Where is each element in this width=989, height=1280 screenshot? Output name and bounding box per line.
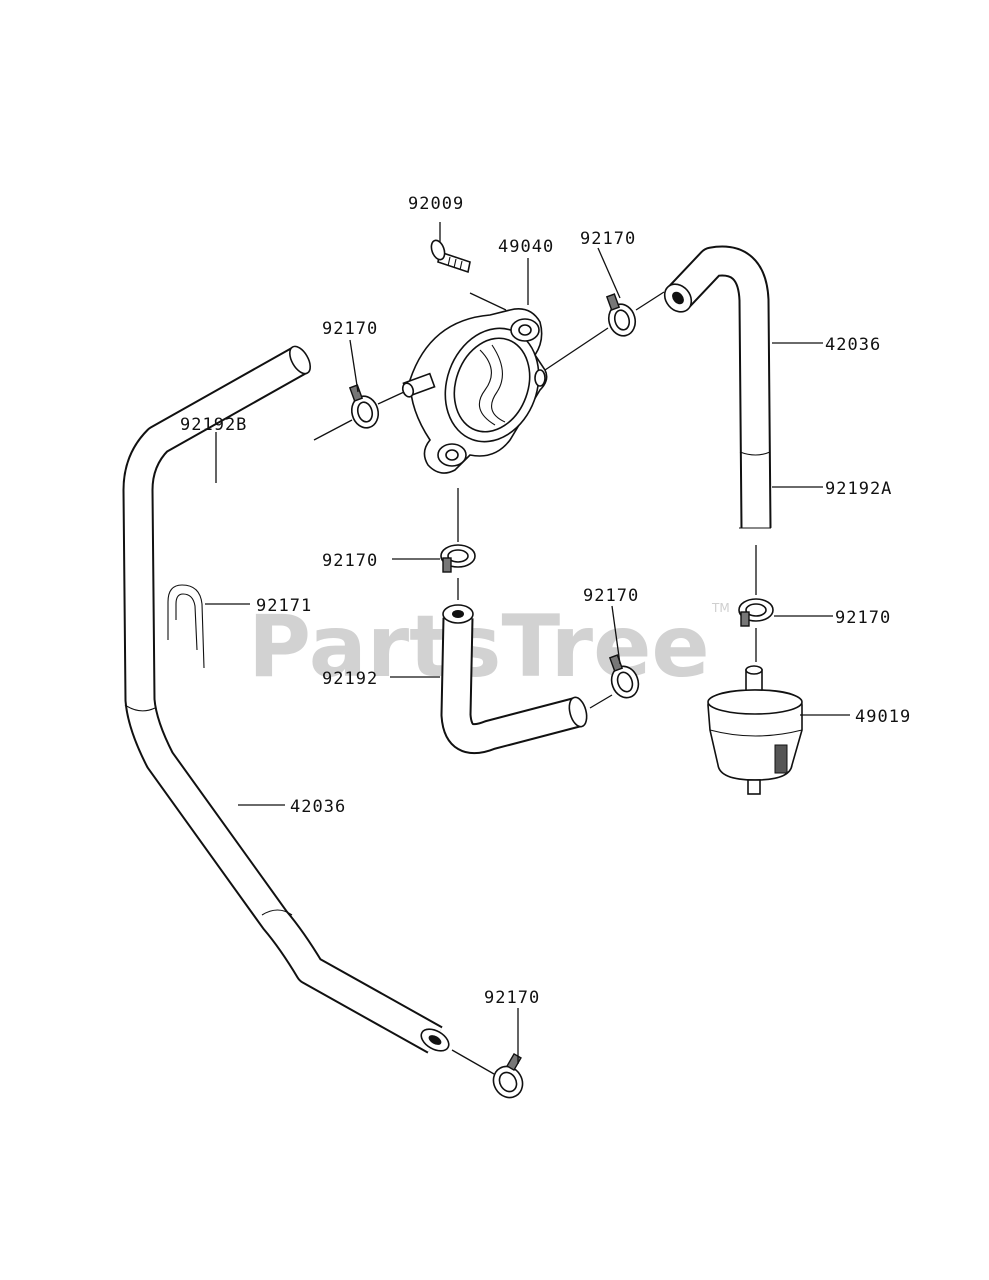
clamp-92170-left[interactable] <box>348 384 381 431</box>
clamp-92170-bottom[interactable] <box>488 1052 528 1103</box>
hose-42036-long[interactable] <box>122 343 452 1055</box>
label-42036-lower: 42036 <box>290 797 346 817</box>
label-92192B: 92192B <box>180 415 247 435</box>
label-49019: 49019 <box>855 707 911 727</box>
label-92171: 92171 <box>256 596 312 616</box>
label-92170-top: 92170 <box>580 229 636 249</box>
label-92170-bottom: 92170 <box>484 988 540 1008</box>
hose-92192[interactable] <box>440 604 590 755</box>
label-92009: 92009 <box>408 194 464 214</box>
label-92192A: 92192A <box>825 479 892 499</box>
clamp-92170-right[interactable] <box>738 598 774 627</box>
label-42036-upper: 42036 <box>825 335 881 355</box>
hose-42036-upper[interactable] <box>659 245 772 529</box>
screw-92009[interactable] <box>429 239 471 274</box>
label-92170-mid: 92170 <box>322 551 378 571</box>
watermark-trademark: TM <box>711 601 730 615</box>
label-92192: 92192 <box>322 669 378 689</box>
fuel-filter-49019[interactable] <box>707 665 803 795</box>
clamp-92170-mid-right[interactable] <box>607 654 642 701</box>
clamp-92170-top[interactable] <box>605 293 638 339</box>
label-49040: 49040 <box>498 237 554 257</box>
clip-92171[interactable] <box>167 584 205 669</box>
label-92170-mid-right: 92170 <box>583 586 639 606</box>
label-92170-left: 92170 <box>322 319 378 339</box>
label-92170-right: 92170 <box>835 608 891 628</box>
clamp-92170-mid[interactable] <box>440 544 476 573</box>
watermark: PartsTree <box>248 597 710 697</box>
fuel-pump-49040[interactable] <box>401 308 554 474</box>
